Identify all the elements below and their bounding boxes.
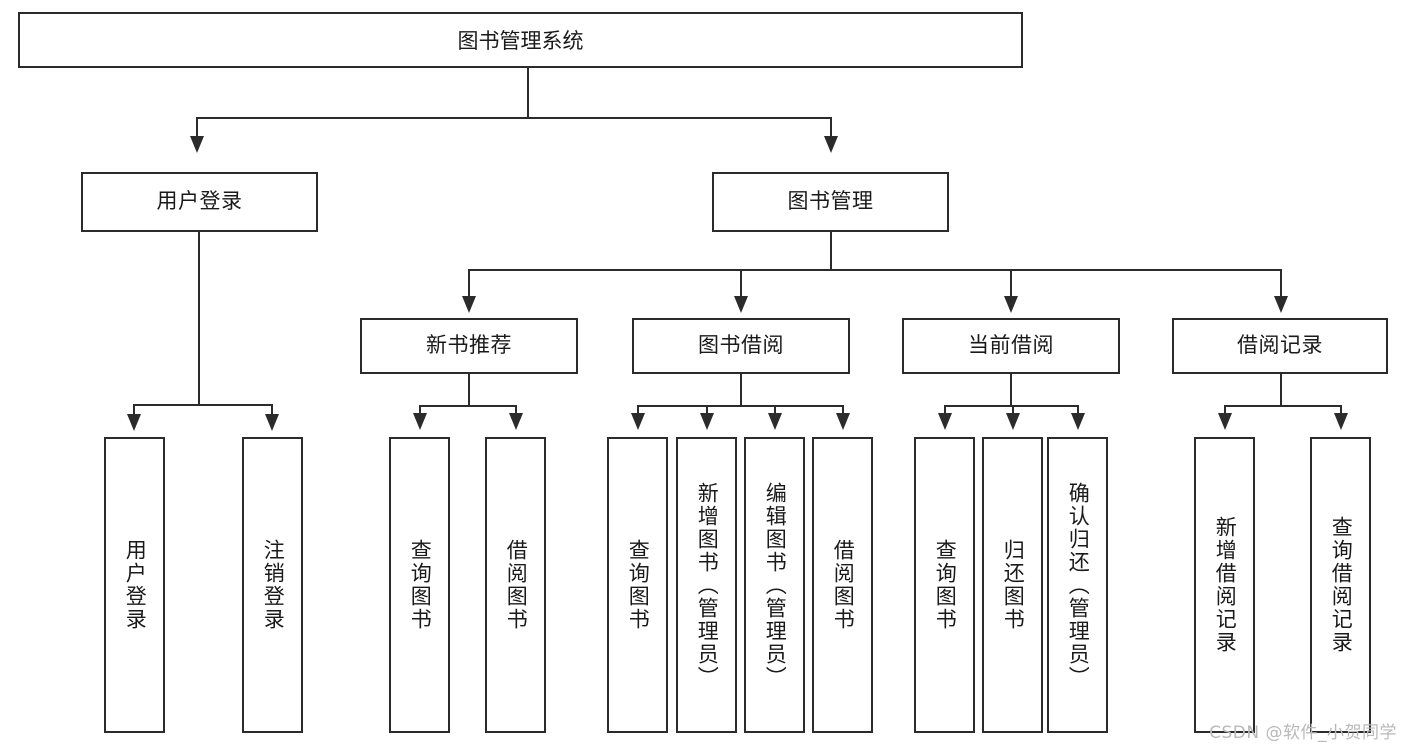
arrowhead-userlogin-2 xyxy=(265,414,279,431)
connector-newbook-drop-1 xyxy=(419,405,421,415)
leaf-label: 归还图书 xyxy=(1001,539,1026,631)
arrowhead-bookmgmt-4 xyxy=(1274,296,1288,313)
connector-userlogin-bus xyxy=(133,404,272,406)
node-current-borrow-label: 当前借阅 xyxy=(968,333,1054,358)
leaf-current-borrow-2[interactable]: 归还图书 xyxy=(982,437,1043,733)
arrowhead-root-1 xyxy=(190,136,204,153)
arrowhead-userlogin-1 xyxy=(127,414,141,431)
leaf-label: 注销登录 xyxy=(261,539,286,631)
connector-bookmgmt-drop-2 xyxy=(740,269,742,297)
node-user-login[interactable]: 用户登录 xyxy=(81,172,318,232)
connector-root-stem xyxy=(527,68,529,118)
leaf-borrow-record-2[interactable]: 查询借阅记录 xyxy=(1310,437,1371,733)
leaf-book-borrow-1[interactable]: 查询图书 xyxy=(607,437,668,733)
connector-newbook-drop-2 xyxy=(515,405,517,415)
arrowhead-bookborrow-1 xyxy=(631,413,645,430)
leaf-book-borrow-2[interactable]: 新增图书（管理员） xyxy=(676,437,737,733)
arrowhead-root-2 xyxy=(824,136,838,153)
connector-currentborrow-drop-1 xyxy=(944,405,946,415)
node-root[interactable]: 图书管理系统 xyxy=(18,12,1023,68)
connector-bookborrow-stem xyxy=(740,374,742,406)
node-book-management[interactable]: 图书管理 xyxy=(712,172,949,232)
node-book-management-label: 图书管理 xyxy=(787,189,874,214)
arrowhead-bookmgmt-3 xyxy=(1004,296,1018,313)
connector-currentborrow-stem xyxy=(1010,374,1012,406)
connector-borrowrecord-bus xyxy=(1224,405,1342,407)
connector-bookmgmt-drop-3 xyxy=(1010,269,1012,297)
connector-bookborrow-drop-2 xyxy=(706,405,708,415)
connector-bookmgmt-bus xyxy=(468,269,1280,271)
leaf-new-book-recommend-1[interactable]: 查询图书 xyxy=(389,437,450,733)
node-new-book-recommend[interactable]: 新书推荐 xyxy=(360,318,578,374)
connector-root-bus xyxy=(196,117,832,119)
arrowhead-newbook-1 xyxy=(413,413,427,430)
connector-currentborrow-drop-2 xyxy=(1012,405,1014,415)
connector-root-drop-2 xyxy=(830,117,832,139)
leaf-label: 编辑图书（管理员） xyxy=(763,481,788,689)
connector-newbook-bus xyxy=(419,405,517,407)
connector-bookborrow-bus xyxy=(637,405,844,407)
connector-userlogin-stem xyxy=(198,232,200,405)
leaf-label: 用户登录 xyxy=(123,539,148,631)
node-borrow-record[interactable]: 借阅记录 xyxy=(1172,318,1388,374)
arrowhead-bookborrow-2 xyxy=(700,413,714,430)
arrowhead-newbook-2 xyxy=(509,413,523,430)
leaf-current-borrow-1[interactable]: 查询图书 xyxy=(914,437,975,733)
arrowhead-currentborrow-2 xyxy=(1006,413,1020,430)
arrowhead-bookborrow-3 xyxy=(768,413,782,430)
leaf-label: 查询借阅记录 xyxy=(1329,516,1354,654)
connector-bookborrow-drop-3 xyxy=(774,405,776,415)
leaf-book-borrow-4[interactable]: 借阅图书 xyxy=(812,437,873,733)
node-book-borrow-label: 图书借阅 xyxy=(698,333,784,358)
node-book-borrow[interactable]: 图书借阅 xyxy=(632,318,850,374)
connector-bookmgmt-drop-4 xyxy=(1280,269,1282,297)
connector-bookmgmt-stem xyxy=(830,232,832,270)
arrowhead-currentborrow-3 xyxy=(1071,413,1085,430)
leaf-label: 确认归还（管理员） xyxy=(1066,481,1091,689)
arrowhead-borrowrecord-2 xyxy=(1334,413,1348,430)
connector-root-drop-1 xyxy=(196,117,198,139)
connector-borrowrecord-drop-2 xyxy=(1340,405,1342,415)
leaf-label: 新增图书（管理员） xyxy=(695,481,720,689)
connector-currentborrow-bus xyxy=(944,405,1078,407)
leaf-user-login-2[interactable]: 注销登录 xyxy=(242,437,303,733)
connector-currentborrow-drop-3 xyxy=(1077,405,1079,415)
node-new-book-recommend-label: 新书推荐 xyxy=(426,333,512,358)
arrowhead-bookmgmt-2 xyxy=(734,296,748,313)
arrowhead-currentborrow-1 xyxy=(938,413,952,430)
arrowhead-bookborrow-4 xyxy=(836,413,850,430)
leaf-label: 查询图书 xyxy=(933,539,958,631)
leaf-label: 借阅图书 xyxy=(504,539,529,631)
watermark: CSDN @软件_小贺同学 xyxy=(1209,723,1397,743)
connector-newbook-stem xyxy=(468,374,470,406)
leaf-label: 借阅图书 xyxy=(831,539,856,631)
arrowhead-borrowrecord-1 xyxy=(1218,413,1232,430)
connector-bookborrow-drop-1 xyxy=(637,405,639,415)
connector-userlogin-drop-2 xyxy=(271,404,273,416)
node-user-login-label: 用户登录 xyxy=(156,189,243,214)
leaf-book-borrow-3[interactable]: 编辑图书（管理员） xyxy=(744,437,805,733)
leaf-label: 新增借阅记录 xyxy=(1213,516,1238,654)
node-root-label: 图书管理系统 xyxy=(457,29,584,53)
leaf-user-login-1[interactable]: 用户登录 xyxy=(104,437,165,733)
connector-userlogin-drop-1 xyxy=(133,404,135,416)
leaf-borrow-record-1[interactable]: 新增借阅记录 xyxy=(1194,437,1255,733)
arrowhead-bookmgmt-1 xyxy=(462,296,476,313)
connector-borrowrecord-drop-1 xyxy=(1224,405,1226,415)
node-current-borrow[interactable]: 当前借阅 xyxy=(902,318,1120,374)
connector-bookmgmt-drop-1 xyxy=(468,269,470,297)
leaf-new-book-recommend-2[interactable]: 借阅图书 xyxy=(485,437,546,733)
leaf-current-borrow-3[interactable]: 确认归还（管理员） xyxy=(1047,437,1108,733)
leaf-label: 查询图书 xyxy=(408,539,433,631)
node-borrow-record-label: 借阅记录 xyxy=(1237,333,1323,358)
connector-bookborrow-drop-4 xyxy=(842,405,844,415)
leaf-label: 查询图书 xyxy=(626,539,651,631)
connector-borrowrecord-stem xyxy=(1280,374,1282,406)
